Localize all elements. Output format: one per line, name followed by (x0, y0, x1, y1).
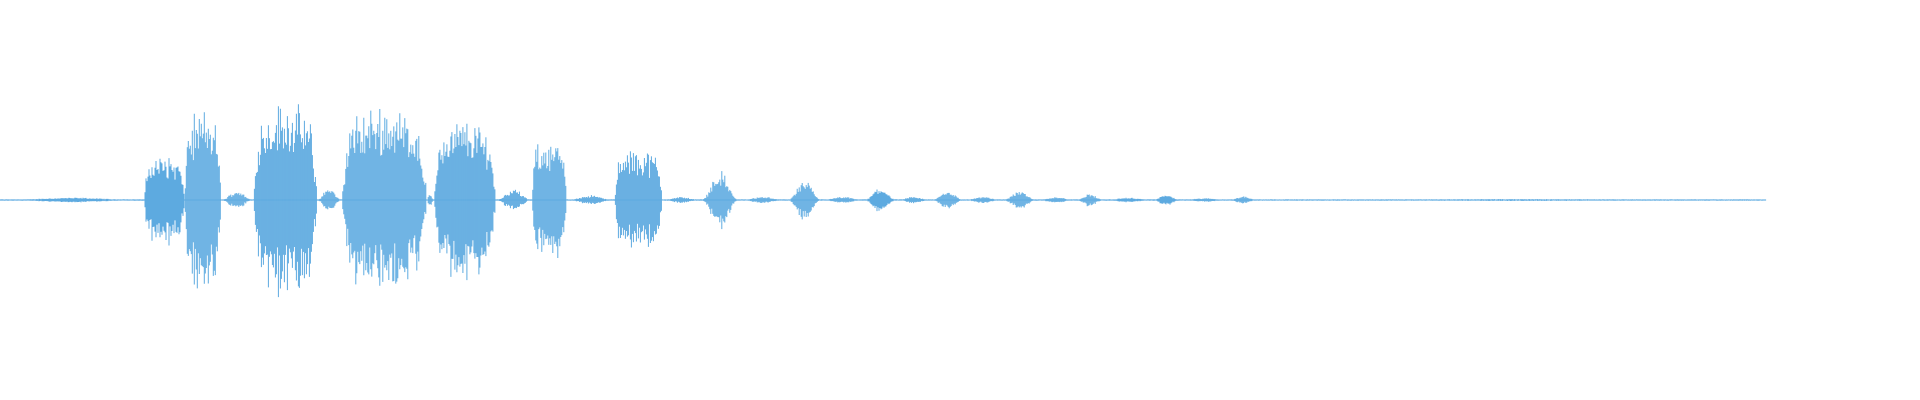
waveform-bars (0, 104, 1767, 298)
